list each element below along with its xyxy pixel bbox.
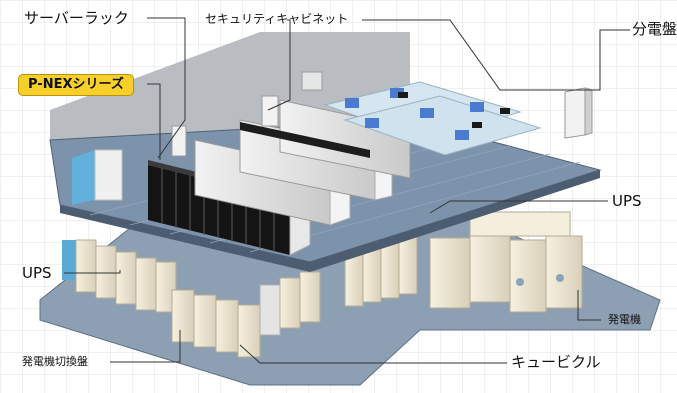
distribution-board-cabinet: [564, 87, 593, 139]
leader-security-cabinet: [267, 19, 291, 111]
distribution-panel-wall: [301, 71, 323, 91]
leader-cubicle: [239, 344, 507, 364]
label-distribution-board: 分電盤: [632, 20, 677, 38]
leader-generator-switchboard: [110, 330, 181, 363]
leader-ups-upper: [429, 200, 608, 214]
leader-ups-lower: [64, 270, 121, 274]
white-cabinet-left: [72, 149, 123, 205]
office-desks: [323, 81, 542, 156]
leader-p-nex: [147, 83, 161, 160]
cubicle-units: [171, 271, 321, 358]
leader-generator: [577, 290, 601, 321]
leader-server-rack: [147, 17, 186, 159]
label-server-rack: サーバーラック: [24, 9, 129, 27]
label-generator-switchboard: 発電機切換盤: [22, 355, 88, 368]
upper-floor: [49, 32, 602, 272]
gray-rack-rows: [194, 99, 411, 226]
label-cubicle: キュービクル: [511, 353, 601, 371]
ups-middle-units: [344, 235, 418, 307]
label-generator: 発電機: [608, 313, 641, 326]
lower-floor: [39, 211, 661, 386]
leader-lines: [64, 17, 630, 364]
leader-distribution-board: [362, 19, 630, 91]
ups-lower-left-units: [62, 239, 177, 313]
generator-units: [429, 211, 583, 313]
label-p-nex-series: P-NEXシリーズ: [18, 74, 134, 96]
label-ups-upper: UPS: [612, 192, 642, 210]
label-ups-lower: UPS: [22, 264, 52, 282]
label-security-cabinet: セキュリティキャビネット: [205, 12, 349, 26]
